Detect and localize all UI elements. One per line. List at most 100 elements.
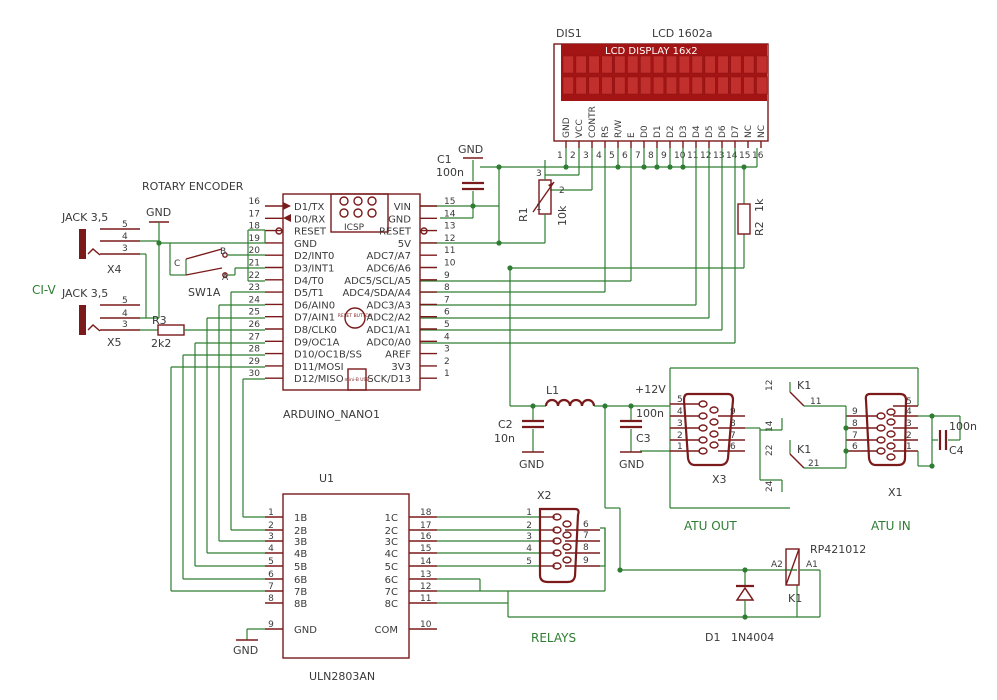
rotary-encoder-label: ROTARY ENCODER <box>142 180 244 193</box>
nano-pin-number: 7 <box>444 295 450 305</box>
nano-pin-name: AREF <box>385 350 411 361</box>
u1-label: U1 <box>319 472 334 485</box>
nano-pin-number: 15 <box>444 197 455 207</box>
sw-pin-b: B <box>220 247 226 257</box>
nano-pin-number: 24 <box>249 295 261 305</box>
uln-pin-number: 10 <box>420 620 432 630</box>
encoder-gnd-label: GND <box>146 206 171 219</box>
uln-pin-name: 5B <box>294 562 307 573</box>
lcd-pin-name: D1 <box>653 125 663 138</box>
nano-pin-number: 28 <box>249 345 261 355</box>
lcd-pin-number: 12 <box>700 151 711 161</box>
lcd-pin-name: R/W <box>614 120 624 138</box>
lcd-char-cell <box>588 76 600 95</box>
uln-pin-number: 14 <box>420 557 432 567</box>
c1-label: C1 <box>437 153 452 166</box>
c4-label: C4 <box>949 444 964 457</box>
relay-k1-label: K1 <box>788 592 802 605</box>
svg-text:4: 4 <box>122 309 128 319</box>
icsp-label: ICSP <box>344 223 365 233</box>
x2-pin-number: 8 <box>583 543 589 553</box>
x2-pin-socket <box>562 556 572 564</box>
uln-gnd-label: GND <box>233 644 258 657</box>
lcd-pin-name: D6 <box>718 125 728 138</box>
svg-text:3: 3 <box>536 169 542 179</box>
uln-pin-name: 6B <box>294 575 307 586</box>
nano-pin-number: 27 <box>249 332 260 342</box>
jack-x5: JACK 3,5 5 4 3 X5 <box>61 287 160 349</box>
x2-pin-socket <box>552 513 562 521</box>
uln-pin-name: 8C <box>385 599 398 610</box>
c1-value: 100n <box>436 166 464 179</box>
nano-pin-number: 11 <box>444 246 455 256</box>
nano-pin-number: 19 <box>249 234 261 244</box>
relays-label: RELAYS <box>531 631 576 645</box>
lcd-pin-name: D3 <box>679 125 689 138</box>
x1-pin-number: 2 <box>906 431 912 441</box>
nano-pin-name: ADC3/A3 <box>367 300 411 311</box>
x3-pin-number: 7 <box>730 431 736 441</box>
jack-x4: JACK 3,5 5 4 3 X4 <box>61 211 159 318</box>
x2-pin-socket <box>552 549 562 557</box>
nano-pin-number: 30 <box>249 369 261 379</box>
relay-part-label: RP421012 <box>810 543 866 556</box>
x3-label: X3 <box>712 473 727 486</box>
x2-pin-socket <box>562 543 572 551</box>
lcd-display: DIS1 LCD 1602a LCD DISPLAY 16x2 GND1VCC2… <box>553 27 769 161</box>
x1-pin-socket <box>886 453 896 461</box>
x3-pin-socket <box>698 447 708 455</box>
x2-pin-number: 1 <box>526 508 532 518</box>
uln-pin-name: 4B <box>294 549 307 560</box>
sw-pin-a: A <box>222 273 229 283</box>
x3-pin-number: 6 <box>730 442 736 452</box>
jack-x5-label: JACK 3,5 <box>61 287 108 300</box>
nano-pin-name: D5/T1 <box>294 288 324 299</box>
x1-pin-socket <box>886 408 896 416</box>
uln-pin-number: 12 <box>420 582 431 592</box>
uln-pin-name: 8B <box>294 599 307 610</box>
uln-pin-name: 1B <box>294 513 307 524</box>
lcd-pin-name: D4 <box>692 125 702 138</box>
x1-pin-socket <box>886 442 896 450</box>
x1-pin-number: 3 <box>906 419 912 429</box>
rx-arrow-icon <box>283 214 291 222</box>
x1-pin-number: 7 <box>852 431 858 441</box>
k1-pin-11: 11 <box>810 397 821 407</box>
nano-ref-label: ARDUINO_NANO1 <box>283 408 380 421</box>
nano-left-wiring <box>247 229 266 282</box>
nano-pin-number: 22 <box>249 271 260 281</box>
usb-port <box>347 368 367 391</box>
c2-value: 10n <box>494 432 515 445</box>
lcd-pin-name: D7 <box>731 125 741 138</box>
nano-pin-number: 3 <box>444 345 450 355</box>
uln-pin-number: 5 <box>268 557 274 567</box>
lcd-pin-name: VCC <box>575 119 585 138</box>
nano-pin-number: 12 <box>444 234 455 244</box>
nano-pin-name: GND <box>388 214 411 225</box>
nano-pin-name: D10/OC1B/SS <box>294 350 362 361</box>
coil-a2-label: A2 <box>771 560 783 570</box>
lcd-char-cell <box>704 76 716 95</box>
rotary-encoder: ROTARY ENCODER GND C B A SW1A <box>142 180 265 306</box>
lcd-pin-number: 15 <box>739 151 750 161</box>
plus12v-label: +12V <box>635 383 666 396</box>
nano-pin-number: 13 <box>444 222 455 232</box>
lcd-pin-name: D2 <box>666 125 676 138</box>
lcd-char-cell <box>614 55 626 74</box>
x1-pin-socket <box>876 436 886 444</box>
uln-pin-number: 11 <box>420 594 431 604</box>
civ-label: CI-V <box>32 283 57 297</box>
nano-pin-number: 17 <box>249 209 260 219</box>
nano-pin-number: 18 <box>249 222 261 232</box>
lcd-pin-number: 16 <box>752 151 764 161</box>
reset-button-label: RESET BUTTON <box>338 313 373 319</box>
uln-pin-name: 1C <box>385 513 398 524</box>
nano-pin-number: 1 <box>444 369 450 379</box>
lcd-pin-number: 9 <box>661 151 667 161</box>
x2-pin-socket <box>562 520 572 528</box>
uln-pin-name: 2B <box>294 526 307 537</box>
x2-pin-number: 5 <box>526 557 532 567</box>
nano-pin-number: 29 <box>249 357 261 367</box>
